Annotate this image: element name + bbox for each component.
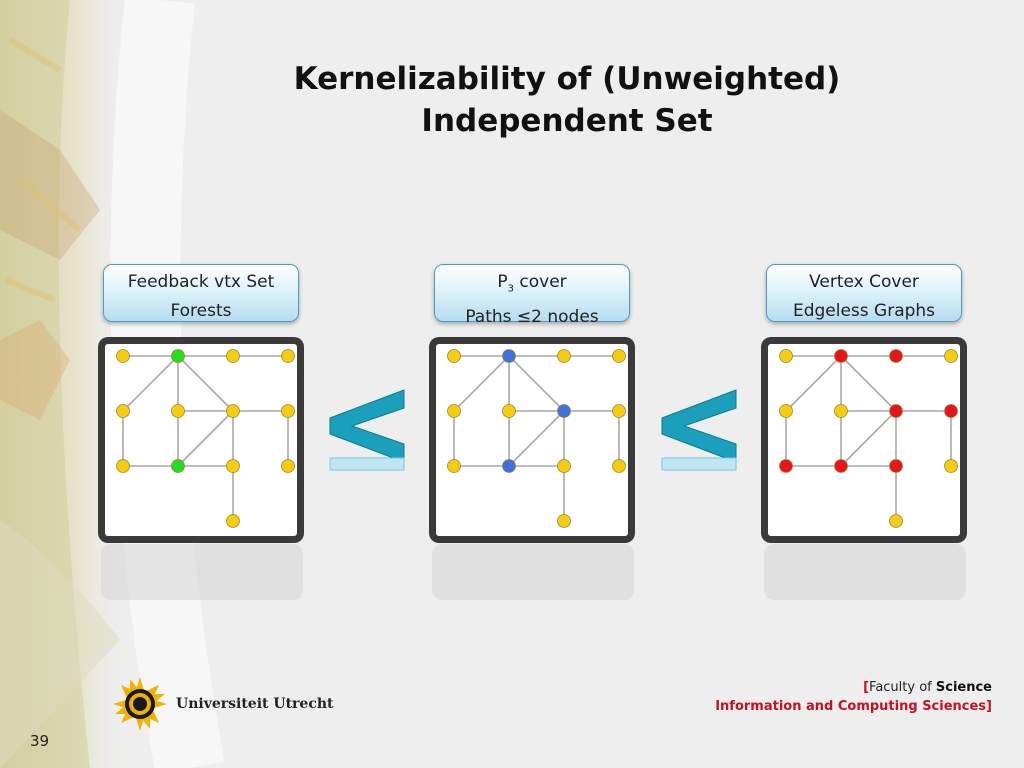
graph-node	[944, 349, 958, 363]
department-name: Information and Computing Sciences	[715, 699, 987, 714]
faculty-block: [Faculty of Science Information and Comp…	[715, 678, 992, 716]
graph-node	[116, 349, 130, 363]
label-line-2: Forests	[170, 301, 232, 321]
graph-node	[281, 404, 295, 418]
graph-node	[281, 349, 295, 363]
label-vertex-cover: Vertex Cover Edgeless Graphs	[766, 264, 962, 322]
equal-bar	[329, 457, 405, 471]
less-equal-symbol-1	[329, 389, 405, 471]
graph-node	[612, 349, 626, 363]
graph-node	[779, 404, 793, 418]
graph-node	[889, 459, 903, 473]
graph-panel-feedback-vertex-set	[98, 337, 304, 600]
graph-edge	[785, 355, 842, 412]
label-line-1: P3 cover	[435, 268, 629, 303]
graph-node	[612, 459, 626, 473]
university-name: Universiteit Utrecht	[176, 696, 334, 712]
graph-group	[447, 349, 626, 528]
graph-node	[889, 349, 903, 363]
faculty-name: Science	[935, 680, 992, 695]
graph-group	[779, 349, 958, 528]
graph-edge	[453, 355, 510, 412]
graph-panel-vertex-cover	[761, 337, 967, 600]
graph-node	[779, 349, 793, 363]
graph-node	[226, 514, 240, 528]
graph-node	[171, 349, 185, 363]
graph-node	[944, 404, 958, 418]
panel-reflection	[764, 544, 966, 600]
label-line-2: Paths ≤2 nodes	[465, 307, 599, 328]
panel-canvas	[105, 344, 297, 536]
panel-canvas	[768, 344, 960, 536]
panel-reflection	[101, 544, 303, 600]
graph-edge	[508, 410, 565, 467]
graph-node	[116, 459, 130, 473]
graph-panel-p3-cover	[429, 337, 635, 600]
equal-bar	[661, 457, 737, 471]
label-feedback-vertex-set: Feedback vtx Set Forests	[103, 264, 299, 322]
department-line: Information and Computing Sciences]	[715, 697, 992, 716]
graph-edge	[840, 410, 897, 467]
faculty-line: [Faculty of Science	[715, 678, 992, 697]
graph-node	[447, 404, 461, 418]
graph-edge	[122, 355, 179, 412]
bracket-close: ]	[986, 699, 992, 714]
page-number: 39	[30, 732, 50, 750]
less-equal-symbol-2	[661, 389, 737, 471]
graph-edge	[177, 410, 234, 467]
graph-node	[834, 404, 848, 418]
graph-node	[557, 514, 571, 528]
graph-node	[502, 349, 516, 363]
graph-node	[557, 349, 571, 363]
graph-edge	[840, 355, 897, 412]
graph-node	[447, 459, 461, 473]
graph-node	[171, 459, 185, 473]
graph-node	[281, 459, 295, 473]
graph-node	[889, 514, 903, 528]
graph-node	[116, 404, 130, 418]
bracket-open: [	[863, 680, 870, 695]
graph-node	[226, 404, 240, 418]
label-cover: cover	[513, 272, 567, 292]
label-line-1: Feedback vtx Set	[127, 272, 275, 292]
panel-reflection	[432, 544, 634, 600]
graph-node	[779, 459, 793, 473]
graph-node	[944, 459, 958, 473]
label-line-1: Vertex Cover	[809, 272, 919, 292]
graph-node	[557, 459, 571, 473]
graph-node	[889, 404, 903, 418]
graph-node	[612, 404, 626, 418]
label-subscript: 3	[507, 283, 514, 295]
graph-node	[447, 349, 461, 363]
graph-node	[226, 349, 240, 363]
graph-edge	[508, 355, 565, 412]
label-p: P	[497, 272, 508, 292]
panel-canvas	[436, 344, 628, 536]
graph-group	[116, 349, 295, 528]
graph-node	[226, 459, 240, 473]
less-than-chevron	[661, 389, 737, 463]
label-line-2: Edgeless Graphs	[792, 301, 936, 321]
graph-node	[171, 404, 185, 418]
slide-title: Kernelizability of (Unweighted) Independ…	[232, 58, 902, 142]
title-line-1: Kernelizability of (Unweighted)	[293, 61, 841, 97]
utrecht-seal-icon	[113, 677, 167, 731]
label-p3-cover: P3 cover Paths ≤2 nodes	[434, 264, 630, 327]
graph-node	[502, 404, 516, 418]
graph-node	[834, 349, 848, 363]
faculty-prefix: Faculty of	[869, 680, 936, 695]
graph-node	[502, 459, 516, 473]
graph-edge	[177, 355, 234, 412]
graph-node	[834, 459, 848, 473]
graph-node	[557, 404, 571, 418]
less-than-chevron	[329, 389, 405, 463]
title-line-2: Independent Set	[421, 103, 713, 139]
